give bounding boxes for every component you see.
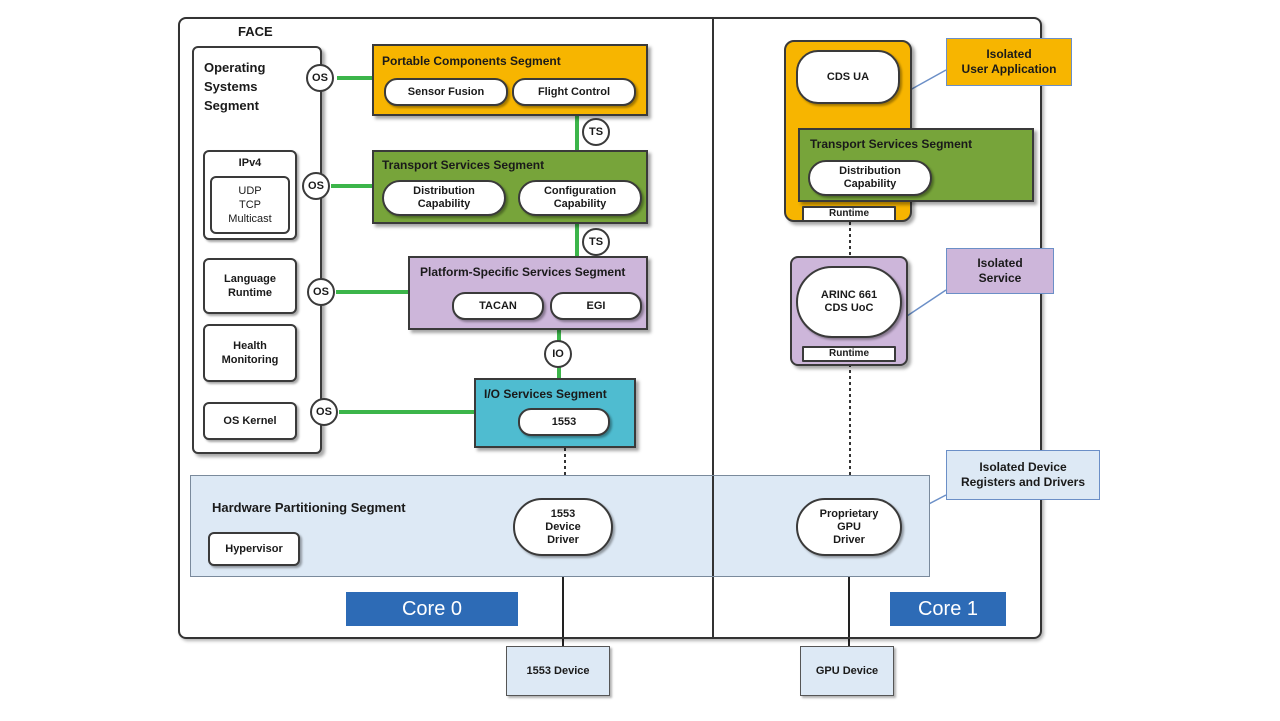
- os-interface-circle: OS: [302, 172, 330, 200]
- configuration-capability-box: Configuration Capability: [518, 180, 642, 216]
- cds-ua-box: CDS UA: [796, 50, 900, 104]
- device-driver-1553: 1553 Device Driver: [513, 498, 613, 556]
- callout-service: Isolated Service: [946, 248, 1054, 294]
- hardware-partitioning-title: Hardware Partitioning Segment: [212, 500, 406, 515]
- ipv4-protocols: UDP TCP Multicast: [210, 176, 290, 234]
- arinc-661-box: ARINC 661 CDS UoC: [796, 266, 902, 338]
- core-divider: [712, 18, 714, 638]
- egi-box: EGI: [550, 292, 642, 320]
- os-interface-circle: OS: [307, 278, 335, 306]
- platform-specific-title: Platform-Specific Services Segment: [420, 265, 626, 279]
- flight-control-box: Flight Control: [512, 78, 636, 106]
- tacan-box: TACAN: [452, 292, 544, 320]
- device-1553: 1553 Device: [506, 646, 610, 696]
- io-interface-circle: IO: [544, 340, 572, 368]
- hypervisor-box: Hypervisor: [208, 532, 300, 566]
- distribution-capability-box: Distribution Capability: [382, 180, 506, 216]
- core1-runtime-box: Runtime: [802, 206, 896, 222]
- bus-1553-box: 1553: [518, 408, 610, 436]
- os-kernel-box: OS Kernel: [203, 402, 297, 440]
- core1-distribution-capability: Distribution Capability: [808, 160, 932, 196]
- gpu-driver: Proprietary GPU Driver: [796, 498, 902, 556]
- ipv4-title: IPv4: [238, 157, 262, 169]
- hardware-partitioning-divider: [712, 476, 714, 576]
- gpu-device: GPU Device: [800, 646, 894, 696]
- sensor-fusion-box: Sensor Fusion: [384, 78, 508, 106]
- core0-label: Core 0: [346, 592, 518, 626]
- portable-components-title: Portable Components Segment: [382, 54, 561, 68]
- core1-transport-title: Transport Services Segment: [810, 137, 973, 151]
- health-monitoring-box: Health Monitoring: [203, 324, 297, 382]
- io-services-title: I/O Services Segment: [484, 387, 607, 401]
- face-frame: [178, 17, 1042, 639]
- os-interface-circle: OS: [306, 64, 334, 92]
- core1-label: Core 1: [890, 592, 1006, 626]
- ts-interface-circle: TS: [582, 118, 610, 146]
- callout-device-registers: Isolated Device Registers and Drivers: [946, 450, 1100, 500]
- device-1553-label: 1553 Device: [526, 665, 590, 677]
- os-segment-title: Operating Systems Segment: [204, 60, 266, 113]
- callout-user-application: Isolated User Application: [946, 38, 1072, 86]
- gpu-device-label: GPU Device: [815, 665, 879, 677]
- callout-pointer-service: [903, 289, 947, 319]
- ts-interface-circle: TS: [582, 228, 610, 256]
- os-interface-circle: OS: [310, 398, 338, 426]
- face-label: FACE: [238, 24, 273, 39]
- core1-runtime2-box: Runtime: [802, 346, 896, 362]
- transport-services-title: Transport Services Segment: [382, 158, 545, 172]
- os-segment: [192, 46, 322, 454]
- callout-pointer-user-app: [909, 69, 947, 91]
- language-runtime-box: Language Runtime: [203, 258, 297, 314]
